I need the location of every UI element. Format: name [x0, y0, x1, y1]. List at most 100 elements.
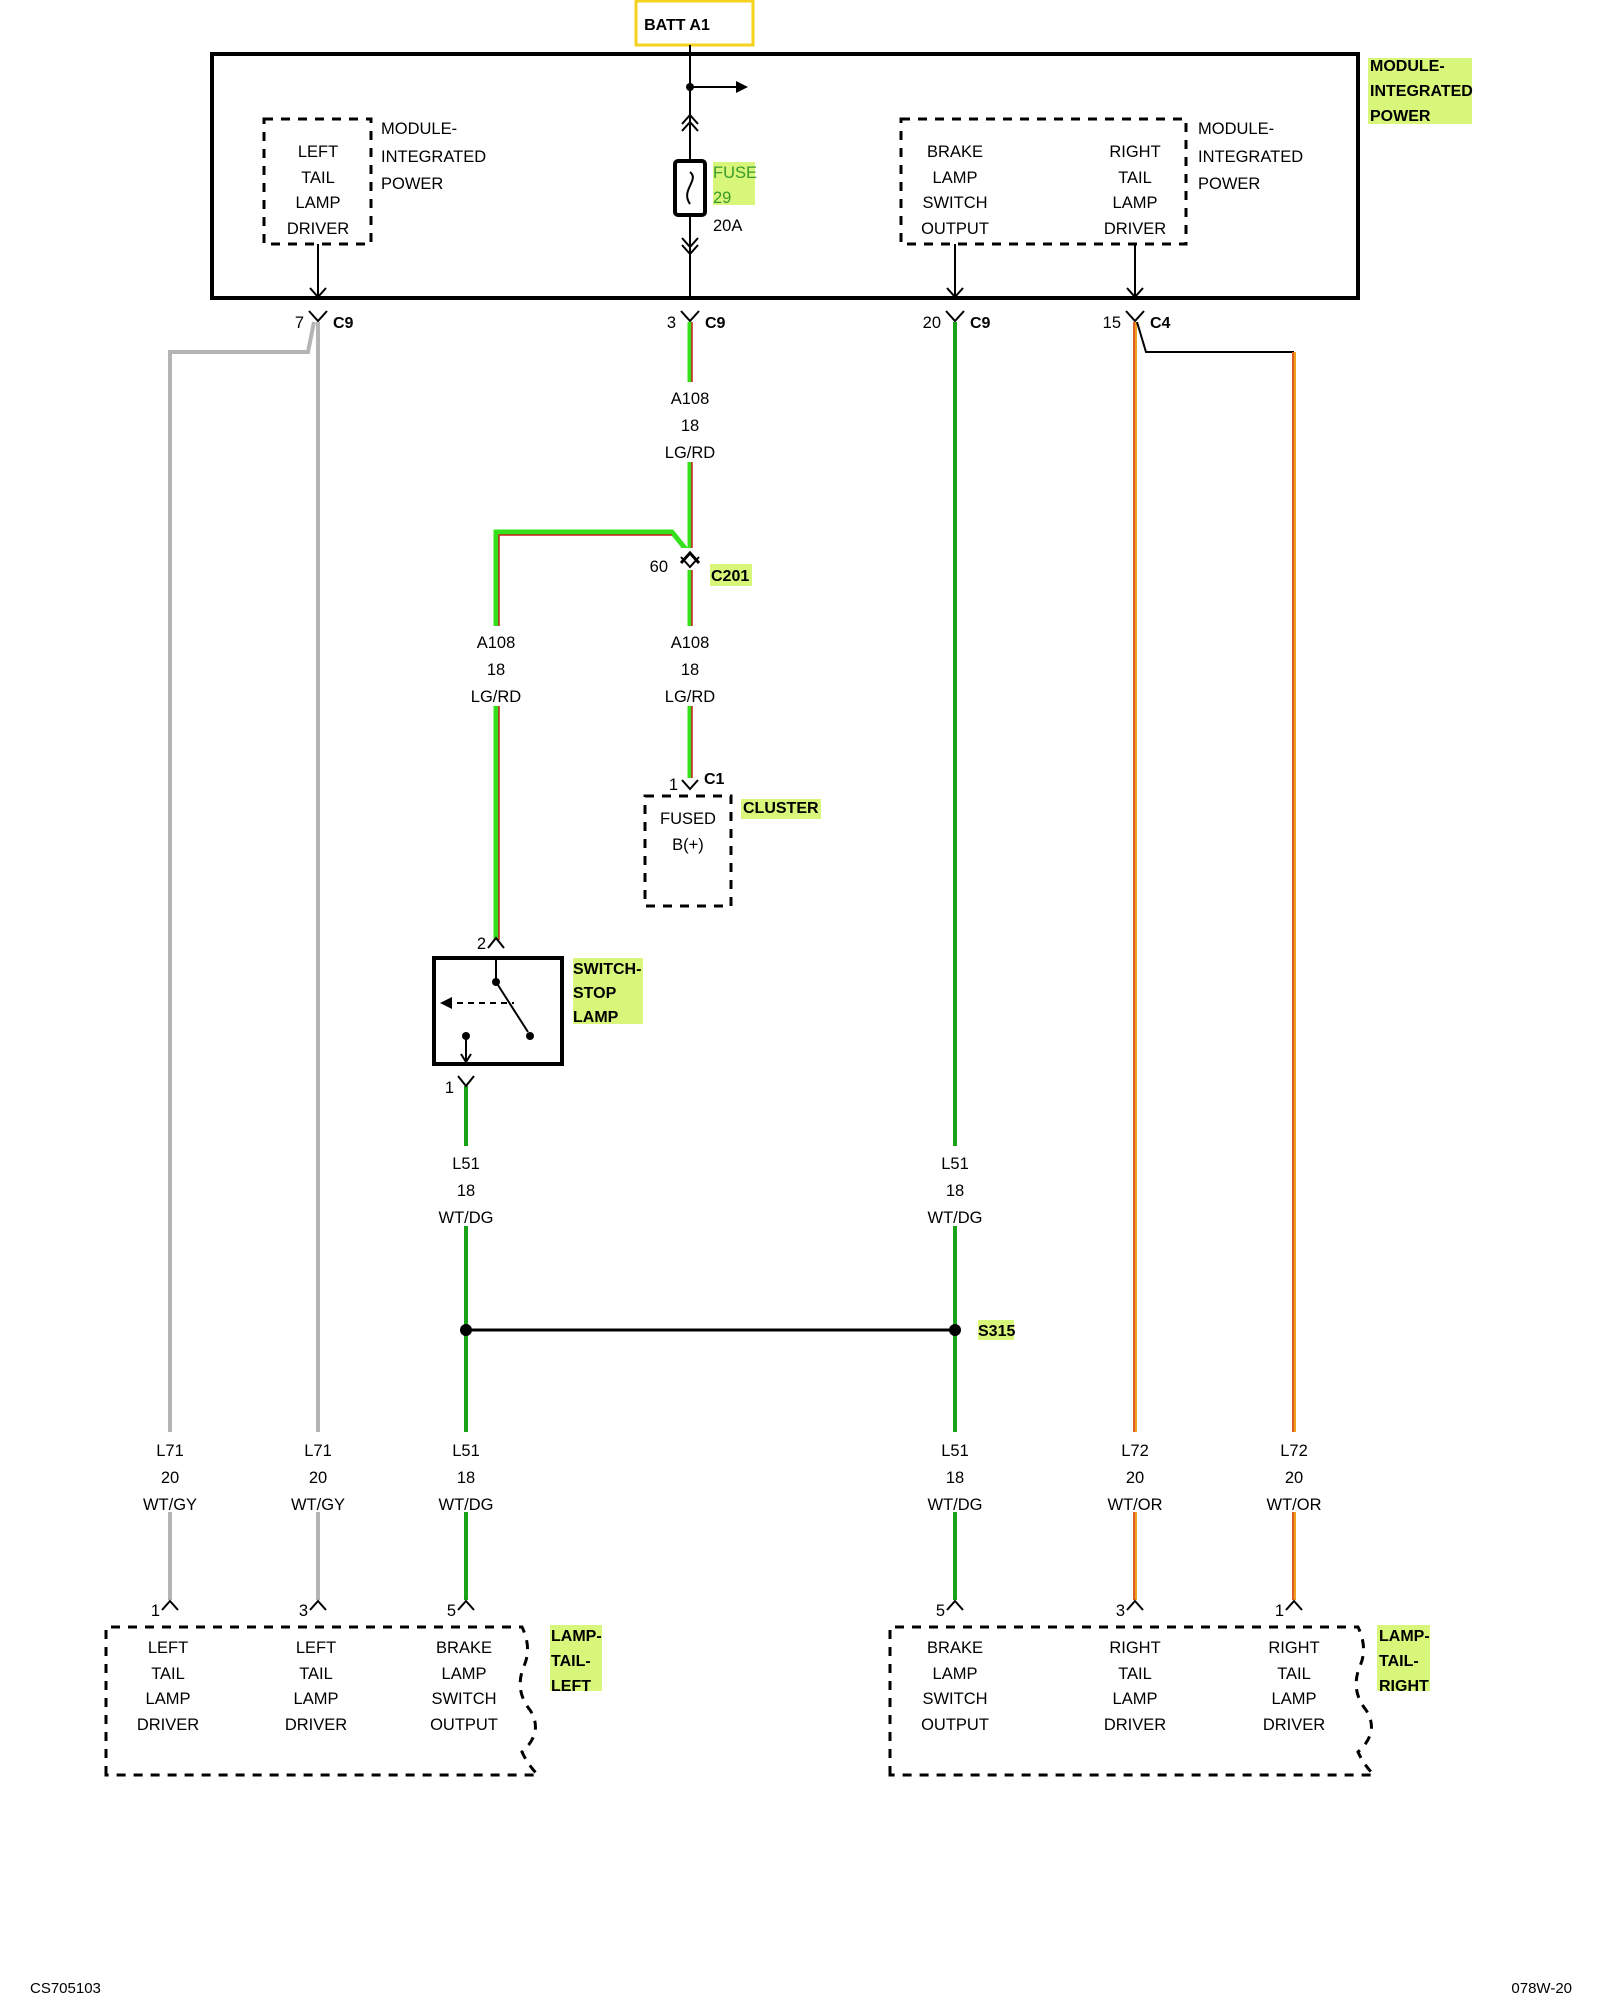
svg-text:1: 1 [445, 1079, 454, 1097]
wire-label: A108 [671, 390, 710, 408]
svg-text:LAMP: LAMP [442, 1665, 487, 1683]
wire-label: A108 [671, 634, 710, 652]
svg-text:C9: C9 [970, 315, 991, 332]
wire-label: 20 [309, 1469, 327, 1487]
wire-label: 18 [681, 417, 699, 435]
svg-text:TAIL: TAIL [1118, 169, 1152, 187]
wire-label: WT/DG [928, 1209, 983, 1227]
wire-label: 18 [457, 1469, 475, 1487]
svg-text:MODULE-: MODULE- [1198, 120, 1274, 138]
lamp-left-label-line1: LAMP- [551, 1628, 602, 1645]
wire-label: 20 [1285, 1469, 1303, 1487]
svg-text:LAMP: LAMP [296, 194, 341, 212]
module-name-line3: POWER [1370, 108, 1431, 125]
lamp-right-label-line3: RIGHT [1379, 1678, 1429, 1695]
svg-text:POWER: POWER [381, 175, 443, 193]
left-tail-lamp-driver-block [262, 117, 373, 246]
wire-l71-gray [168, 321, 320, 1600]
svg-text:C9: C9 [333, 315, 354, 332]
fuse-label: FUSE [713, 164, 757, 182]
wire-label: WT/GY [291, 1496, 345, 1514]
wire-label: WT/OR [1267, 1496, 1322, 1514]
cluster-label: CLUSTER [743, 800, 819, 817]
fuse-rating: 20A [713, 217, 742, 235]
svg-text:LEFT: LEFT [296, 1639, 336, 1657]
lamp-tail-right: 5 3 1 BRAKE LAMP SWITCH OUTPUT RIGHT TAI… [888, 1599, 1430, 1777]
wire-labels: A108 18 LG/RD A108 18 LG/RD A108 18 LG/R… [136, 382, 1328, 1514]
svg-text:20: 20 [923, 314, 941, 332]
svg-text:1: 1 [1275, 1602, 1284, 1620]
wire-label: WT/DG [439, 1496, 494, 1514]
wire-label: L51 [941, 1155, 969, 1173]
svg-text:LAMP: LAMP [146, 1690, 191, 1708]
lamp-right-label-line2: TAIL- [1379, 1653, 1419, 1670]
batt-a1-connector: BATT A1 [634, 0, 755, 47]
wire-label: L51 [452, 1155, 480, 1173]
svg-text:7: 7 [295, 314, 304, 332]
svg-text:3: 3 [667, 314, 676, 332]
fuse-number: 29 [713, 189, 731, 207]
module-name-line2: INTEGRATED [1370, 83, 1473, 100]
svg-text:SWITCH: SWITCH [922, 194, 987, 212]
wire-label: 18 [946, 1469, 964, 1487]
svg-text:SWITCH: SWITCH [431, 1690, 496, 1708]
wire-label: 18 [487, 661, 505, 679]
svg-text:TAIL: TAIL [1277, 1665, 1311, 1683]
svg-text:2: 2 [477, 935, 486, 953]
svg-text:RIGHT: RIGHT [1109, 1639, 1160, 1657]
svg-text:DRIVER: DRIVER [287, 220, 349, 238]
wire-label: WT/DG [439, 1209, 494, 1227]
svg-text:SWITCH: SWITCH [922, 1690, 987, 1708]
svg-text:FUSED: FUSED [660, 810, 716, 828]
svg-text:5: 5 [936, 1602, 945, 1620]
svg-text:60: 60 [650, 558, 668, 576]
wire-label: 20 [161, 1469, 179, 1487]
footer-right-code: 078W-20 [1511, 1980, 1572, 1997]
svg-text:C1: C1 [704, 771, 725, 788]
wire-label: WT/OR [1108, 1496, 1163, 1514]
svg-text:LAMP: LAMP [1113, 194, 1158, 212]
svg-text:DRIVER: DRIVER [285, 1716, 347, 1734]
svg-text:LAMP: LAMP [1272, 1690, 1317, 1708]
lamp-left-label-line2: TAIL- [551, 1653, 591, 1670]
svg-text:B(+): B(+) [672, 836, 704, 854]
svg-text:DRIVER: DRIVER [137, 1716, 199, 1734]
wire-label: LG/RD [471, 688, 522, 706]
module-connectors: 7 C9 3 C9 20 C9 15 C4 [295, 310, 1171, 332]
wire-label: A108 [477, 634, 516, 652]
svg-text:LAMP: LAMP [933, 1665, 978, 1683]
svg-text:15: 15 [1103, 314, 1121, 332]
fuse-29: FUSE 29 20A [673, 45, 757, 298]
wire-label: WT/GY [143, 1496, 197, 1514]
wire-l72-orange [1133, 321, 1296, 1600]
svg-text:TAIL: TAIL [151, 1665, 185, 1683]
switch-label-line2: STOP [573, 985, 617, 1002]
brake-right-driver-block [899, 117, 1188, 246]
svg-text:OUTPUT: OUTPUT [921, 220, 989, 238]
lamp-tail-left: 1 3 5 LEFT TAIL LAMP DRIVER LEFT TAIL LA… [104, 1599, 602, 1777]
svg-text:LAMP: LAMP [933, 169, 978, 187]
svg-text:LEFT: LEFT [148, 1639, 188, 1657]
footer-left-code: CS705103 [30, 1980, 101, 1997]
svg-text:3: 3 [299, 1602, 308, 1620]
svg-text:MODULE-: MODULE- [381, 120, 457, 138]
wire-label: L72 [1280, 1442, 1308, 1460]
switch-label-line1: SWITCH- [573, 961, 641, 978]
cluster-block [643, 794, 733, 908]
svg-text:OUTPUT: OUTPUT [921, 1716, 989, 1734]
svg-text:RIGHT: RIGHT [1109, 143, 1160, 161]
wire-label: 20 [1126, 1469, 1144, 1487]
wire-label: L51 [941, 1442, 969, 1460]
wire-label: L51 [452, 1442, 480, 1460]
svg-text:C9: C9 [705, 315, 726, 332]
lamp-left-label-line3: LEFT [551, 1678, 591, 1695]
stop-lamp-switch: 2 1 SWITCH- STOP LAMP [432, 935, 641, 1097]
svg-text:5: 5 [447, 1602, 456, 1620]
lamp-right-label-line1: LAMP- [1379, 1628, 1430, 1645]
svg-text:LEFT: LEFT [298, 143, 338, 161]
svg-text:LAMP: LAMP [294, 1690, 339, 1708]
wire-label: WT/DG [928, 1496, 983, 1514]
batt-a1-label: BATT A1 [644, 17, 710, 34]
svg-text:DRIVER: DRIVER [1104, 1716, 1166, 1734]
svg-text:C4: C4 [1150, 315, 1171, 332]
